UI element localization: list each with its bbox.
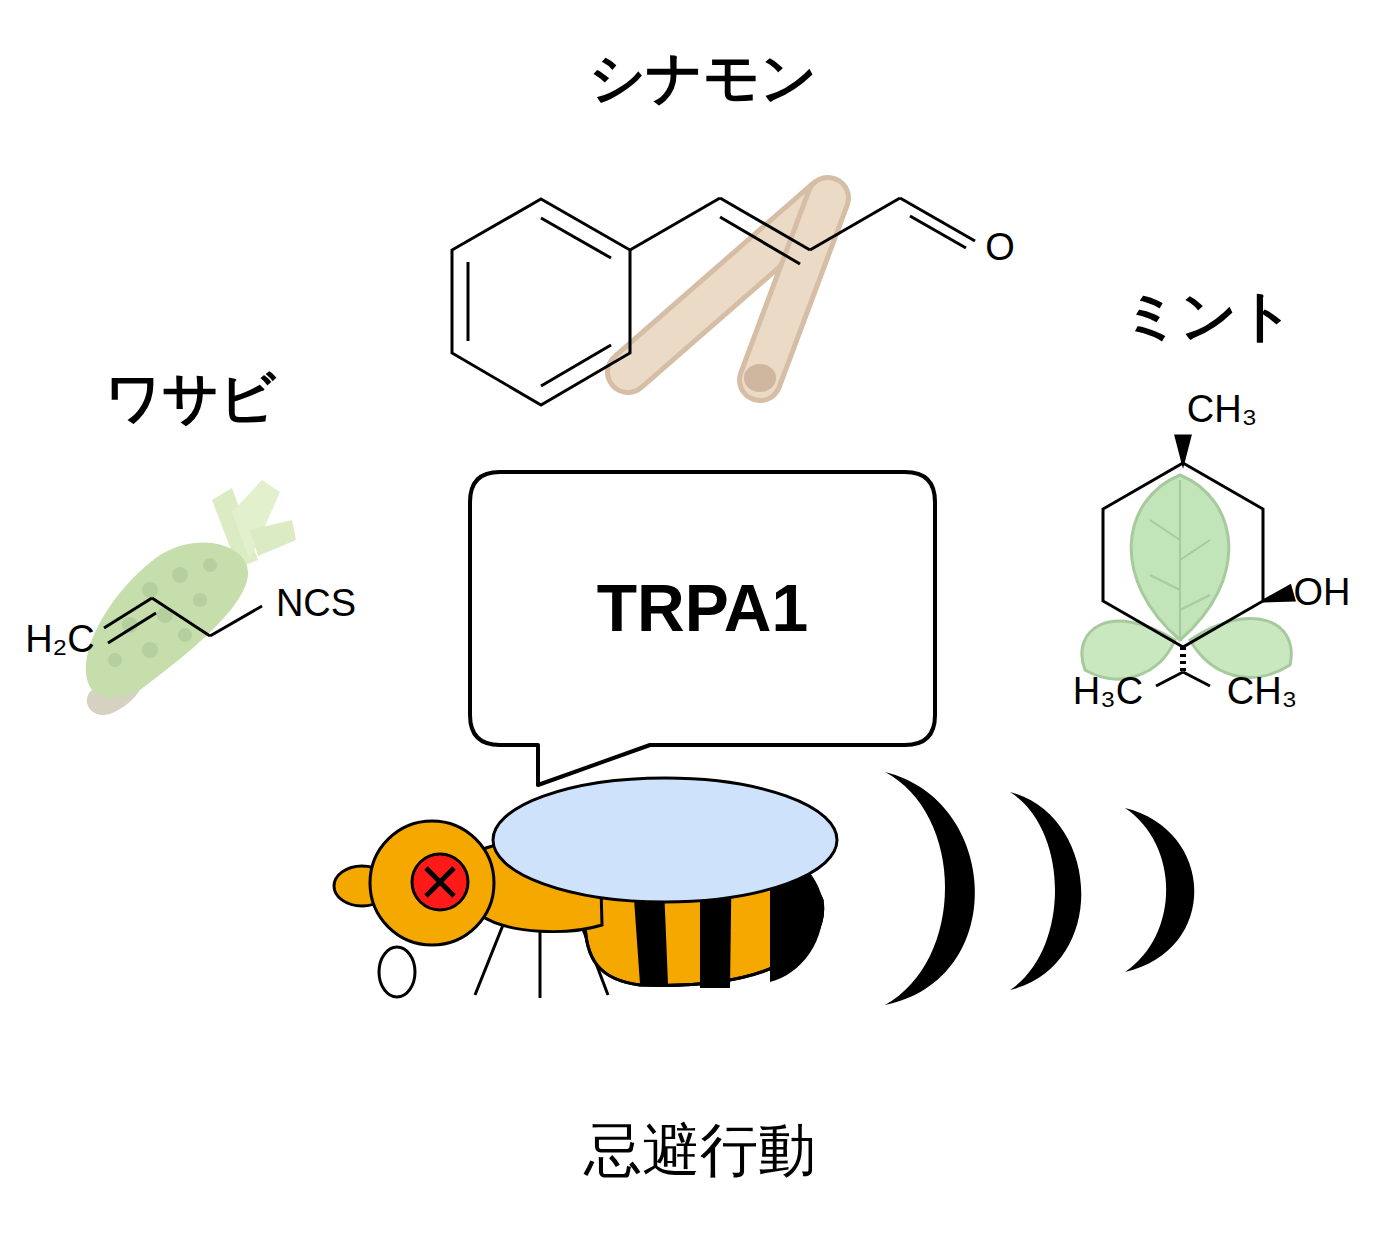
allyl-isothiocyanate-structure [104,598,262,643]
cinnamaldehyde-structure [452,198,975,405]
atom-label: OH [1294,572,1351,614]
wasabi-illustration [86,480,296,715]
speech-bubble: TRPA1 [470,472,935,745]
fly-illustration [334,778,837,998]
behavior-label: 忌避行動 [584,1118,816,1182]
section-title: シナモン [589,47,817,109]
menthol-structure [1103,436,1294,686]
atom-label: H₂C [25,619,95,661]
atom-label: CH₃ [1187,389,1257,431]
section-title: ワサビ [105,367,276,429]
motion-arcs [885,772,1194,1005]
atom-label: H₃C [1073,671,1143,713]
section-title: ミント [1123,285,1294,347]
atom-label: CH₃ [1227,671,1297,713]
cinnamon-sticks [628,198,828,392]
atom-label: NCS [276,583,356,625]
receptor-name: TRPA1 [597,572,808,645]
atom-label: O [985,227,1015,269]
bubble-shape [470,472,935,785]
